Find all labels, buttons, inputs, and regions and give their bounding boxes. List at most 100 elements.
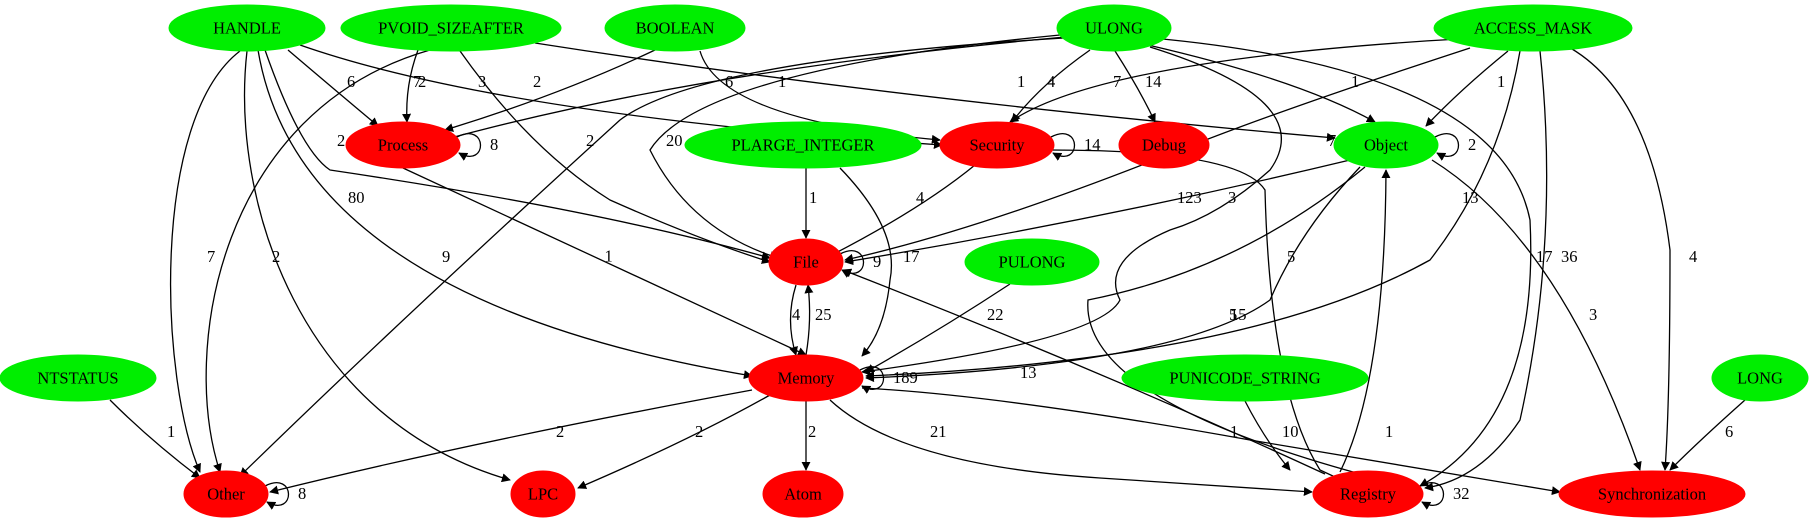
node-process-label: Process [378,136,428,155]
edge-label-access-to-sync: 4 [1689,247,1697,266]
edge-ulong-to-other [239,37,1065,477]
node-registry-label: Registry [1340,485,1397,504]
edge-label-handle-to-process: 6 [347,72,355,91]
node-ntstatus-shape [0,354,157,402]
edge-registry-to-file [842,268,1326,475]
node-access: ACCESS_MASK [1433,4,1633,52]
edge-label-object-to-sync: 3 [1589,305,1597,324]
edge-handle-to-memory [257,49,753,380]
edge-label-boolean-to-process: 2 [533,72,541,91]
edge-label-access-to-object: 1 [1497,72,1505,91]
edge-label-object-to-file: 3 [1228,188,1236,207]
node-plarge-label: PLARGE_INTEGER [732,136,875,155]
edge-ulong-to-debug [1114,50,1156,123]
edge-label-boolean-to-security: 1 [778,72,786,91]
edge-pvoid-to-object [534,42,1336,142]
edge-label-ulong-to-object: 1 [1351,72,1359,91]
node-boolean-label: BOOLEAN [636,19,715,38]
node-other-shape [183,470,269,518]
edge-access-to-registry [1424,50,1548,492]
edge-registry-to-object [1339,169,1391,473]
node-debug: Debug [1118,121,1210,169]
edge-punicode-to-registry [1244,400,1291,471]
edge-label-memory-to-sync: 1 [1230,422,1238,441]
node-access-shape [1433,4,1633,52]
edge-label-memory-to-memory: 189 [893,368,918,387]
edge-label-pvoid-to-process: 2 [418,72,426,91]
edge-label-security-to-registry: 5 [1229,305,1237,324]
node-registry-shape [1312,470,1424,518]
node-atom: Atom [762,470,844,518]
node-security-shape [939,121,1055,169]
node-process-shape [345,121,461,169]
node-atom-shape [762,470,844,518]
node-registry: Registry [1312,470,1424,518]
node-lpc-label: LPC [528,485,558,504]
edge-access-to-memory [865,50,1521,381]
edge-label-access-to-file: 7 [1328,131,1336,150]
edge-label-handle-to-memory: 80 [348,188,365,207]
node-pvoid-shape [340,4,562,52]
edge-label-ulong-to-memory: 123 [1177,188,1202,207]
edge-ulong-to-file [649,34,1061,260]
node-sync: Synchronization [1558,470,1746,518]
node-punicode-label: PUNICODE_STRING [1169,369,1320,388]
node-ntstatus-label: NTSTATUS [37,369,118,388]
node-ulong: ULONG [1056,4,1172,52]
node-handle-shape [168,4,326,52]
edge-pulong-to-memory [865,283,1011,373]
node-atom-label: Atom [784,485,822,504]
edge-label-plarge-to-memory: 17 [903,247,920,266]
edge-process-to-memory [402,167,807,356]
edge-label-punicode-to-registry: 10 [1282,422,1299,441]
edge-label-ulong-to-registry: 17 [1536,247,1553,266]
edge-pvoid-to-file [459,50,771,264]
edge-label-memory-to-registry: 21 [930,422,947,441]
edge-long-to-sync [1669,399,1746,471]
node-ntstatus: NTSTATUS [0,354,157,402]
node-lpc: LPC [510,470,576,518]
node-other-label: Other [207,485,245,504]
node-boolean: BOOLEAN [604,4,746,52]
edge-label-registry-to-registry: 32 [1453,484,1470,503]
edge-object-to-object [1434,133,1460,161]
edge-label-ulong-to-debug: 14 [1145,72,1162,91]
node-lpc-shape [510,470,576,518]
edge-label-object-to-object: 2 [1468,135,1476,154]
node-plarge-shape [684,121,922,169]
edge-handle-to-process [287,49,379,127]
edge-other-to-other [264,482,290,510]
edge-label-registry-to-object: 1 [1385,422,1393,441]
node-long-shape [1711,354,1809,402]
node-memory-shape [748,354,864,402]
edge-object-to-sync [1431,159,1642,471]
edge-pvoid-to-process [402,49,419,123]
node-security: Security [939,121,1055,169]
node-file: File [768,238,844,286]
edge-plarge-to-memory [839,167,893,357]
edge-label-plarge-to-file: 1 [809,188,817,207]
edge-label-security-to-file: 4 [916,188,924,207]
edge-label-ulong-to-security: 4 [1047,72,1055,91]
edge-label-access-to-security: 7 [1113,72,1121,91]
edge-label-handle-to-security: 3 [478,72,486,91]
node-other: Other [183,470,269,518]
node-file-label: File [793,253,819,272]
node-long: LONG [1711,354,1809,402]
node-pulong: PULONG [964,238,1100,286]
edge-label-pvoid-to-object: 1 [1017,72,1025,91]
node-boolean-shape [604,4,746,52]
edge-label-handle-to-other: 7 [207,247,215,266]
node-sync-shape [1558,470,1746,518]
edge-ulong-to-registry [1151,37,1532,487]
edge-label-memory-to-other: 2 [556,422,564,441]
node-pulong-label: PULONG [999,253,1066,272]
edge-label-object-to-registry: 15 [1230,305,1247,324]
edge-label-access-to-registry: 36 [1561,247,1578,266]
edge-security-to-security [1050,133,1076,161]
edge-access-to-security [1009,38,1459,123]
node-long-label: LONG [1737,369,1783,388]
edge-ntstatus-to-other [109,399,201,479]
node-debug-label: Debug [1142,136,1186,155]
